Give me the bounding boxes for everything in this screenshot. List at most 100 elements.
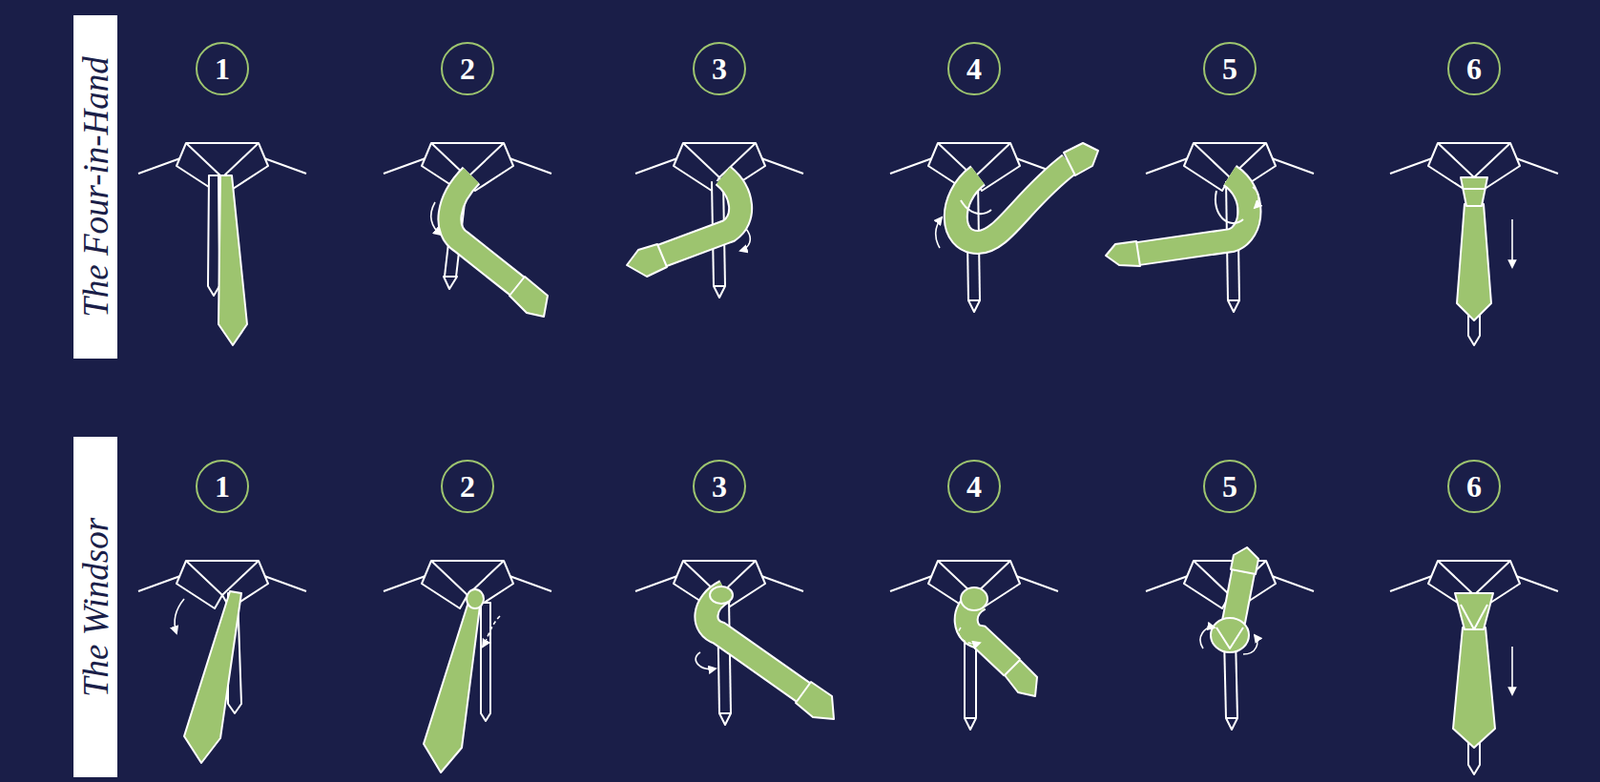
four-in-hand-step-5 [1105,143,1314,312]
knot-name-box: The Windsor [73,436,118,778]
tie-part [723,599,726,714]
step-number: 3 [711,471,728,502]
four-in-hand-step-2 [383,143,552,317]
tie-part [1138,175,1250,254]
tie-part [706,591,804,693]
shirt-collar [383,561,552,609]
tie-part [1456,204,1492,321]
step-number: 4 [966,53,982,84]
motion-arrow [431,202,441,235]
windsor-step-2 [383,561,552,773]
step-number-circle: 6 [1447,459,1501,514]
motion-arrow [695,652,716,669]
tie-part [1462,187,1486,190]
motion-arrow [1200,627,1215,649]
step-number: 2 [459,471,476,502]
knot-name-box: The Four-in-Hand [73,15,118,359]
tie-part [968,300,980,312]
tie-part [1210,618,1249,653]
step-number: 6 [1466,53,1482,84]
tie-part [449,175,518,287]
tie-part [443,276,458,290]
tie-part [1460,604,1488,630]
motion-arrow [958,627,980,645]
four-in-hand-step-6 [1390,143,1559,346]
tie-part [466,589,484,609]
step-number: 5 [1222,53,1238,84]
step-number-circle: 2 [440,41,495,96]
tie-part [964,718,977,730]
tie-part [626,244,667,277]
tie-part [184,591,242,764]
tie-part [662,175,741,256]
motion-arrow [1511,646,1514,695]
step-number-circle: 5 [1203,459,1257,514]
windsor-step-1 [138,561,307,764]
tie-part [713,286,726,298]
tie-part [795,682,834,720]
tie-part [955,164,1070,243]
tie-part [449,175,518,287]
windsor-step-5 [1145,547,1314,730]
tie-part [955,164,1070,243]
tie-part [960,587,988,611]
motion-arrow [935,217,942,249]
shirt-collar [138,561,307,609]
tie-part [1233,572,1244,623]
tie-part [218,175,248,346]
step-number: 1 [214,471,230,502]
knot-name: The Windsor [78,517,114,697]
tie-part [1105,241,1141,267]
step-number-circle: 5 [1203,41,1257,96]
tie-part [1063,143,1099,176]
step-number-circle: 2 [440,459,495,514]
tie-part [1215,190,1244,224]
step-number-circle: 3 [692,41,747,96]
tie-part [709,586,733,604]
step-number: 2 [459,53,476,84]
step-number: 4 [966,471,982,502]
step-number-circle: 1 [195,459,250,514]
tie-part [1453,627,1496,749]
tie-part [706,591,804,693]
step-number: 6 [1466,471,1482,502]
tie-part [1233,572,1244,623]
knot-name: The Four-in-Hand [78,56,114,318]
windsor-step-4 [890,561,1059,730]
motion-arrow [1511,219,1514,268]
step-number-circle: 1 [195,41,250,96]
step-number-circle: 4 [947,459,1001,514]
tie-part [1004,660,1038,697]
tie-part [719,713,731,726]
motion-arrow [740,228,750,251]
motion-arrow [1243,635,1258,655]
tie-part [207,175,220,296]
four-in-hand-step-3 [626,143,804,298]
step-number: 3 [711,53,728,84]
step-number: 1 [214,53,230,84]
step-number-circle: 3 [692,459,747,514]
tie-part [1460,177,1488,207]
windsor-step-3 [635,561,834,726]
windsor-step-6 [1390,561,1559,775]
tie-part [1216,627,1244,649]
tie-part [1225,718,1238,730]
step-number-circle: 4 [947,41,1001,96]
tie-part [480,602,491,722]
motion-arrow [482,616,500,647]
tie-part [960,200,992,214]
step-number: 5 [1222,471,1238,502]
tie-part [1227,300,1240,312]
tie-part [723,599,726,714]
four-in-hand-step-1 [138,143,307,346]
tie-part [1138,175,1250,254]
tie-part [1454,593,1494,630]
motion-arrow [1252,187,1259,208]
motion-arrow [174,599,185,634]
tie-part [1230,547,1259,575]
tie-part [662,175,741,256]
tie-part [509,276,548,317]
step-number-circle: 6 [1447,41,1501,96]
